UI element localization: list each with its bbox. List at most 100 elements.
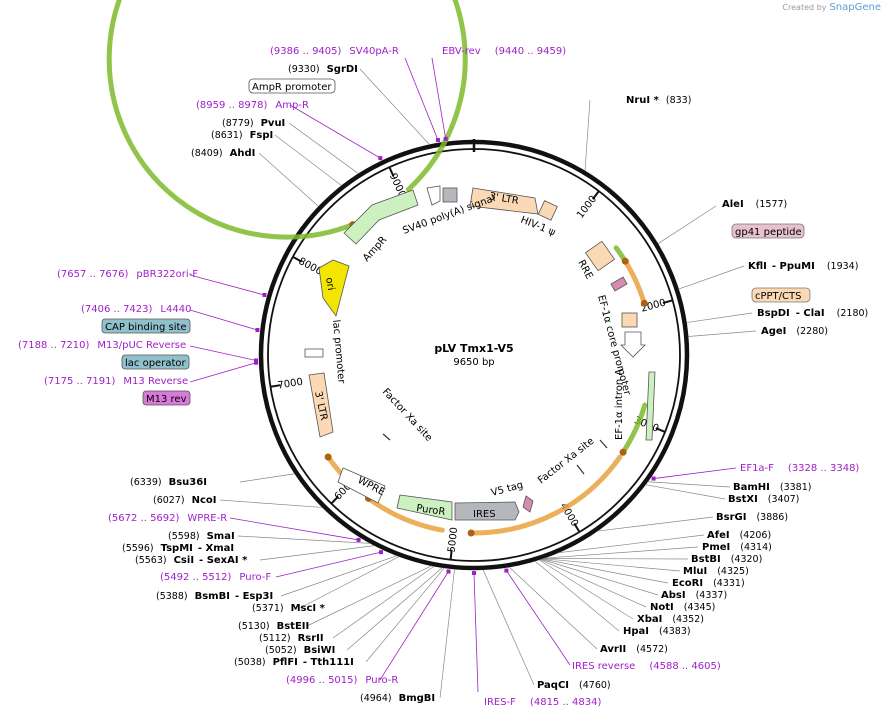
- svg-text:(5598)SmaI: (5598)SmaI: [168, 531, 235, 542]
- svg-text:(7657 .. 7676)pBR322ori-F: (7657 .. 7676)pBR322ori-F: [57, 269, 198, 280]
- svg-text:(5563)CsiI- SexAI *: (5563)CsiI- SexAI *: [135, 555, 248, 566]
- svg-text:(5038)PflFI- Tth111I: (5038)PflFI- Tth111I: [234, 657, 354, 668]
- feature-ef1a-intron: [645, 371, 656, 441]
- svg-text:(8631)FspI: (8631)FspI: [211, 130, 273, 141]
- feature-v5: [522, 495, 534, 513]
- leader-27: [280, 555, 398, 597]
- primer-leader-9: [379, 571, 449, 681]
- primer-mark-2: [378, 156, 383, 161]
- label-ampr: AmpR: [361, 234, 389, 264]
- leader-11: [542, 558, 681, 572]
- tick-5000: [449, 549, 453, 560]
- tick-6000: [330, 495, 339, 505]
- svg-text:BstBI(4320): BstBI(4320): [691, 554, 762, 565]
- leader-18: [482, 569, 535, 686]
- primer-leader-0: [404, 57, 439, 141]
- plasmid-name: pLV Tmx1-V5: [434, 342, 513, 355]
- svg-text:PmeI(4314): PmeI(4314): [702, 542, 772, 553]
- svg-text:BspDI- ClaI(2180): BspDI- ClaI(2180): [757, 308, 868, 319]
- leader-24: [219, 499, 323, 508]
- leader-23: [239, 473, 295, 483]
- leader-20: [288, 122, 359, 174]
- svg-text:(5052)BsiWI: (5052)BsiWI: [265, 645, 335, 656]
- svg-text:AbsI(4337): AbsI(4337): [661, 590, 727, 601]
- feature-ires: [454, 501, 520, 521]
- svg-text:EF1a-F(3328 .. 3348): EF1a-F(3328 .. 3348): [740, 463, 859, 474]
- leader-16: [534, 560, 620, 632]
- feature-rre: [584, 240, 616, 272]
- leader-6: [645, 484, 726, 500]
- svg-text:EcoRI(4331): EcoRI(4331): [672, 578, 745, 589]
- primer-mark-0: [435, 137, 440, 142]
- tick-2000: [662, 299, 673, 304]
- svg-text:(7175 .. 7191)M13 Reverse: (7175 .. 7191)M13 Reverse: [44, 376, 188, 387]
- feature-sv40: [442, 187, 458, 203]
- primer-mark-8: [378, 550, 383, 555]
- svg-text:(5672 .. 5692)WPRE-R: (5672 .. 5692)WPRE-R: [108, 513, 227, 524]
- label-ef1a-intron: EF-1α intron A: [614, 369, 625, 440]
- leader-0: [584, 99, 591, 171]
- feature-gp41: [610, 276, 628, 292]
- boxed-labels: AmpR promoter gp41 peptide cPPT/CTS CAP …: [101, 78, 811, 406]
- box-ampr-promoter: AmpR promoter: [252, 82, 332, 93]
- primer-mark-4: [255, 328, 260, 333]
- feature-3ltr-left: [308, 372, 334, 438]
- svg-text:(5130)BstEII: (5130)BstEII: [238, 621, 309, 632]
- leader-31: [346, 567, 443, 651]
- svg-text:AvrII(4572): AvrII(4572): [600, 644, 668, 655]
- primer-leader-2: [289, 104, 381, 159]
- feature-ampr: [343, 189, 419, 245]
- arc-wpre-orange: [365, 495, 445, 533]
- svg-text:AleI(1577): AleI(1577): [722, 199, 787, 210]
- label-factorxa-r: Factor Xa site: [536, 436, 596, 487]
- primer-leader-3: [189, 274, 265, 296]
- leader-33: [439, 569, 455, 699]
- label-ires: IRES: [473, 509, 496, 520]
- arc-head-rre-green: [621, 257, 629, 265]
- svg-text:MluI(4325): MluI(4325): [683, 566, 749, 577]
- leader-10: [543, 558, 689, 560]
- leader-30: [332, 565, 435, 639]
- tick-3000: [655, 427, 666, 433]
- primer-leader-7: [229, 517, 359, 541]
- leader-4: [688, 330, 757, 337]
- primer-labels: (9386 .. 9405)SV40pA-R EBV-rev(9440 .. 9…: [18, 46, 859, 708]
- sites-left: (9330)SgrDI (8779)PvuI (8631)FspI (8409)…: [122, 64, 435, 704]
- primer-mark-7: [356, 537, 361, 542]
- svg-text:NotI(4345): NotI(4345): [650, 602, 715, 613]
- tick-label-5000: 5000: [446, 527, 460, 554]
- primer-mark-11: [504, 568, 509, 573]
- leader-8: [558, 534, 705, 554]
- primer-mark-12: [651, 476, 656, 481]
- leader-1: [657, 205, 717, 245]
- feature-puror: [396, 494, 453, 521]
- svg-text:(6027)NcoI: (6027)NcoI: [153, 495, 216, 506]
- svg-text:IRES reverse(4588 .. 4605): IRES reverse(4588 .. 4605): [572, 661, 721, 672]
- leader-lines: [189, 57, 757, 699]
- box-cap: CAP binding site: [105, 322, 187, 333]
- arc-head-ori-orange: [467, 529, 475, 537]
- svg-text:BsrGI(3886): BsrGI(3886): [716, 512, 788, 523]
- arc-ori-orange: [468, 454, 623, 536]
- primer-leader-5: [189, 345, 257, 361]
- box-cppt: cPPT/CTS: [755, 291, 801, 302]
- primer-leader-12: [653, 467, 737, 479]
- leader-32: [365, 567, 445, 663]
- svg-text:(9330)SgrDI: (9330)SgrDI: [288, 64, 358, 75]
- leader-15: [538, 559, 634, 620]
- svg-text:(5112)RsrII: (5112)RsrII: [259, 633, 324, 644]
- svg-text:(9386 .. 9405)SV40pA-R: (9386 .. 9405)SV40pA-R: [270, 46, 399, 57]
- primer-mark-3: [262, 292, 267, 297]
- label-v5: V5 tag: [490, 480, 525, 499]
- leader-2: [678, 265, 745, 290]
- svg-text:(8959 .. 8978)Amp-R: (8959 .. 8978)Amp-R: [196, 100, 309, 111]
- arc-ef1a-orange: [623, 260, 647, 306]
- svg-text:NruI *(833): NruI *(833): [626, 95, 691, 106]
- primer-leader-10: [473, 572, 479, 693]
- tick-9000: [388, 166, 395, 177]
- primer-mark-9: [446, 569, 451, 574]
- svg-text:BamHI(3381): BamHI(3381): [733, 482, 811, 493]
- feature-factorxa-r: [599, 439, 608, 449]
- svg-text:(4964)BmgBI: (4964)BmgBI: [360, 693, 435, 704]
